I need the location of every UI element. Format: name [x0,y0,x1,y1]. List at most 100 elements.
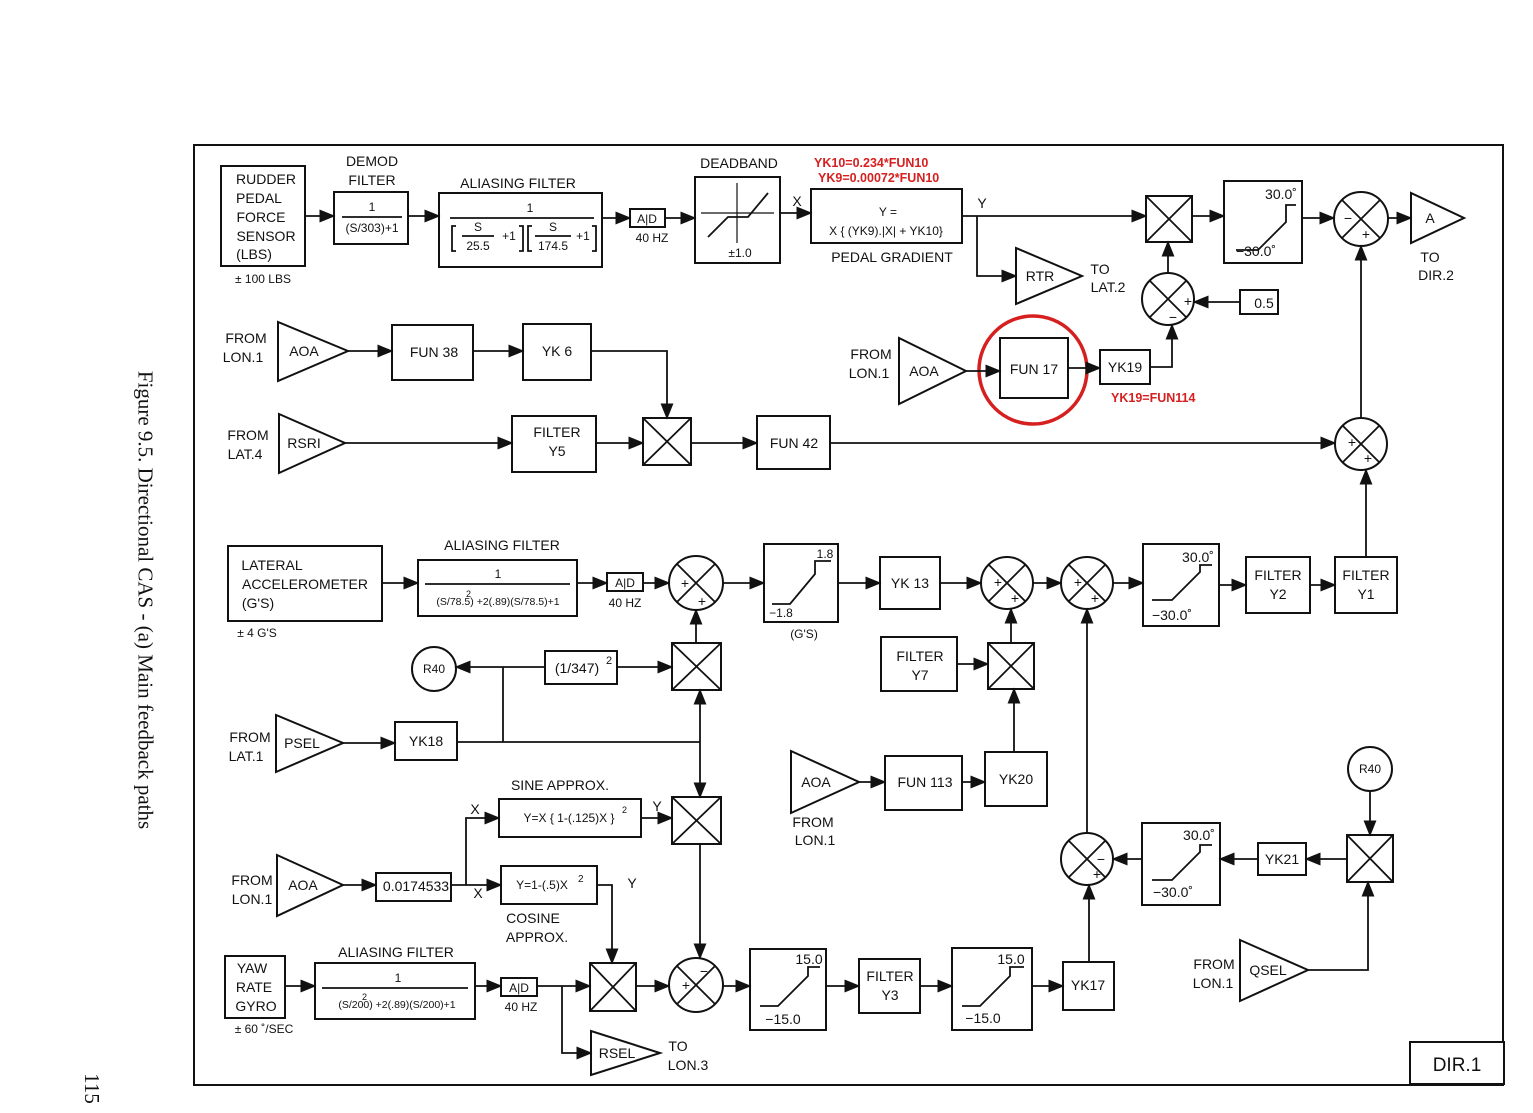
sum-row3-plus-1: + [1348,434,1356,450]
psel-amplifier [275,713,346,774]
sine-title: SINE APPROX. [511,777,609,793]
fun38-box [391,324,474,381]
alias1-s2: S [549,220,557,234]
r40-left-label: R40 [423,662,445,676]
from-lon1-c-l2: LON.1 [795,832,836,848]
yk19-box [1099,349,1151,385]
from-lon1-e-l1: FROM [1193,956,1234,972]
sum-r4c-plus-1: + [1074,574,1082,590]
yk17-label: YK17 [1071,977,1105,993]
yk19-label: YK19 [1108,359,1142,375]
from-lon1-b-l2: LON.1 [849,365,890,381]
to-dir2-l2: DIR.2 [1418,267,1454,283]
sum-r6-minus: − [1097,851,1105,867]
k0174-box [375,872,452,902]
page-number: 115 [79,1073,104,1104]
to-lat2-l1: TO [1090,261,1109,277]
qsel-label: QSEL [1249,962,1287,978]
filter-y5-l1: FILTER [533,424,580,440]
lateral-accel-box [227,545,383,622]
rsri-amplifier [278,412,348,475]
aliasing-filter-1-box [438,192,603,268]
aoa-4-label: AOA [288,877,318,893]
lim15b-neg: −15.0 [965,1010,1001,1026]
y-label-cos: Y [627,875,637,891]
sum-final-plus: + [1362,226,1370,242]
limiter-30-low [1141,822,1221,906]
la-l3: (G'S) [242,595,274,611]
fun17-label: FUN 17 [1010,361,1058,377]
to-lon3-l2: LON.3 [668,1057,709,1073]
k347-label: (1/347) [555,660,599,676]
alias1-d1: 25.5 [466,239,490,253]
alias1-s1: S [474,220,482,234]
yk13-box [879,556,941,610]
aoa-2-label: AOA [909,363,939,379]
fun38-label: FUN 38 [410,344,458,360]
to-lat2-l2: LAT.2 [1091,279,1126,295]
qsel-amplifier [1239,938,1311,1003]
sheet-label: DIR.1 [1433,1055,1482,1076]
to-lon3-l1: TO [668,1038,687,1054]
from-lon1-d-l2: LON.1 [232,891,273,907]
yk20-box [984,751,1048,807]
ad-2: A|D [615,576,635,590]
from-lon1-d-l1: FROM [231,872,272,888]
a-label: A [1425,210,1435,226]
sum-r7-minus: − [700,963,708,979]
filter-y2-box [1245,556,1311,614]
pg-line-1: Y = [879,205,897,219]
deadband-title: DEADBAND [700,155,778,171]
aliasing-filter-3-box [314,962,476,1020]
ad-3-rate: 40 HZ [505,1000,538,1014]
rudder-label-4: SENSOR [236,228,295,244]
la-l1: LATERAL [241,557,302,573]
lim30-mid-pos: 30.0˚ [1182,549,1214,565]
demod-title-1: DEMOD [346,153,398,169]
from-lat4-l2: LAT.4 [228,446,263,462]
sum-r4a-plus-1: + [681,575,689,591]
pg-line-2: X { (YK9).|X| + YK10} [829,224,943,238]
x-label-1: X [792,193,802,209]
alias1-p1: +1 [502,229,516,243]
const-half: 0.5 [1254,295,1274,311]
yk10-annotation: YK10=0.234*FUN10 [814,156,928,170]
filter-y1-box [1334,556,1398,614]
lim18-pos: 1.8 [817,547,834,561]
sum-row3-plus-2: + [1364,450,1372,466]
r40-right-label: R40 [1359,762,1381,776]
demod-title-2: FILTER [348,172,395,188]
yaw-gyro-box [224,955,286,1019]
ad-3: A|D [509,981,529,995]
a-amplifier [1410,191,1467,245]
lim30-low-pos: 30.0˚ [1183,827,1215,843]
sine-sq: 2 [622,805,627,815]
demod-num: 1 [369,200,376,214]
lim15a-neg: −15.0 [765,1011,801,1027]
lim30-top-neg: −30.0˚ [1236,243,1276,259]
rudder-label-1: RUDDER [236,171,296,187]
from-lat1-l2: LAT.1 [229,748,264,764]
aoa-3-label: AOA [801,774,831,790]
filter-y2-l1: FILTER [1254,567,1301,583]
sum-r4a-plus-2: + [698,593,706,609]
alias3-sq: 2 [362,992,367,1002]
fun42-box [756,415,831,470]
yk18-box [394,721,458,761]
rsri-label: RSRI [287,435,320,451]
from-lat4-l1: FROM [227,427,268,443]
lim30-top-pos: 30.0˚ [1265,186,1297,202]
sum-rtr-minus: − [1169,309,1177,325]
ad-1: A|D [637,212,657,226]
filter-y2-l2: Y2 [1269,586,1286,602]
ad-2-rate: 40 HZ [609,596,642,610]
y-label-sine: Y [652,798,662,814]
ad-1-rate: 40 HZ [636,231,669,245]
alias2-title: ALIASING FILTER [444,537,560,553]
from-lon1-a-l1: FROM [225,330,266,346]
filter-y3-box [858,958,921,1014]
rudder-label-2: PEDAL [236,190,282,206]
yaw-l2: RATE [236,979,272,995]
yk18-label: YK18 [409,733,443,749]
